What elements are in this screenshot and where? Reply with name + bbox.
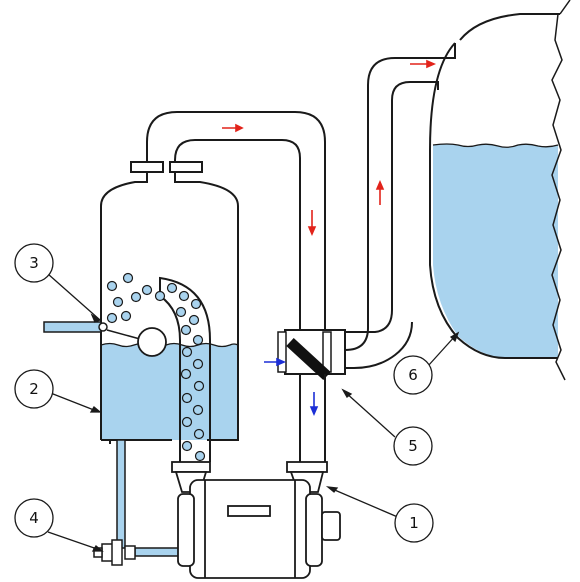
arrow-top-pipe [222,123,244,133]
callout-1: 1 [394,503,434,543]
callout-4-label: 4 [29,509,39,527]
internal-return-pipe [106,272,211,462]
tank-break-line [551,0,571,381]
arrow-down-pipe [307,210,317,237]
callout-3-label: 3 [29,254,39,272]
bubbles [106,272,206,462]
separator-vessel [100,172,239,444]
drain-valve [93,439,191,566]
callout-1-label: 1 [409,514,419,532]
tank-wall-outer [429,42,558,359]
callout-6: 6 [393,355,433,395]
vacuum-pump [171,461,341,579]
arrow-valve-inlet [264,357,287,367]
callout-2: 2 [14,369,54,409]
tank-water-surface [432,143,559,148]
arrow-valve-outlet [309,392,319,417]
callouts: 3 2 4 5 1 6 [14,243,434,543]
separator-shell [100,172,239,441]
callout-5-label: 5 [408,437,418,455]
float-valve [43,321,167,357]
callout-4: 4 [14,498,54,538]
separator-water [101,343,238,440]
callout-leaders [47,273,460,552]
flow-arrows [222,59,437,417]
tank-water [433,144,558,358]
callout-3: 3 [14,243,54,283]
arrow-up-pipe [375,179,385,205]
tank-inlet-pipe [323,43,456,369]
arrow-tank-inlet [410,59,437,69]
callout-6-label: 6 [408,366,418,384]
tank-wall [459,13,560,41]
check-valve [277,329,346,462]
callout-5: 5 [393,426,433,466]
receiving-tank [429,0,571,381]
callout-2-label: 2 [29,380,39,398]
